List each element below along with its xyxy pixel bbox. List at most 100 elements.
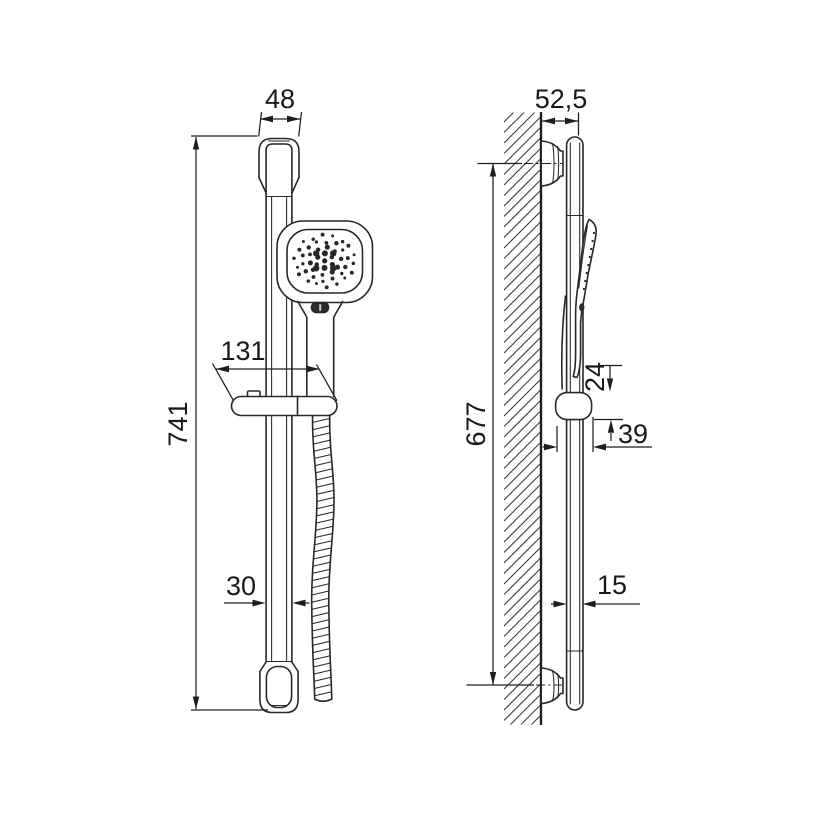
dim-label-39: 39 [618, 419, 648, 449]
dim-holder-length: 131 [211, 336, 338, 402]
spray-dot [324, 244, 330, 250]
hose-rung [312, 561, 331, 567]
hose-rung [316, 496, 335, 503]
spray-dot [320, 232, 325, 237]
hose-rung [314, 532, 334, 539]
hose-rung [311, 619, 330, 625]
spray-dot [321, 279, 325, 284]
hatch-line [504, 231, 542, 270]
holder-lock-tab [246, 390, 261, 398]
hatch-line [504, 588, 542, 627]
hatch-line [504, 157, 542, 196]
hatch-line [504, 112, 515, 123]
hatch-line [504, 199, 542, 238]
dim-rail-length: 741 [163, 135, 268, 711]
hatch-line [504, 546, 542, 585]
hatch-line [504, 472, 542, 511]
spray-dot [351, 261, 356, 266]
hatch-line [504, 220, 542, 259]
hatch-line [504, 336, 542, 375]
spray-dot [331, 234, 335, 238]
hatch-line [530, 714, 542, 725]
hatch-line [504, 493, 542, 532]
hatch-line [504, 651, 542, 690]
hose-rung [313, 446, 332, 452]
spray-dot [315, 282, 318, 285]
spray-dot-large [330, 265, 337, 272]
spray-dot [346, 243, 351, 248]
hose-rung [312, 655, 331, 661]
hose-rung [312, 662, 331, 668]
spray-dot [330, 276, 335, 281]
hatch-line [504, 598, 542, 637]
hatch-line [504, 367, 542, 406]
spray-dot [307, 260, 313, 266]
spray-dot [334, 241, 339, 246]
hose-rung [313, 676, 332, 682]
holder-body [230, 395, 338, 417]
spray-dot-large [330, 250, 337, 257]
hose-rung [315, 468, 333, 474]
bottom-wall-mount [540, 667, 564, 705]
hatch-line [504, 112, 536, 144]
hatch-line [504, 420, 542, 459]
hatch-line [504, 136, 542, 175]
hatch-line [504, 283, 542, 322]
hose-rung [312, 554, 332, 560]
dim-knob-height: 24 [580, 362, 623, 441]
hose-rung [315, 511, 335, 517]
hatch-line [504, 273, 542, 312]
hatch-line [504, 609, 542, 648]
dim-label-48: 48 [265, 84, 295, 114]
spray-dot [322, 258, 328, 264]
hose-rung [312, 439, 331, 445]
spray-dot [324, 240, 329, 245]
hatch-line [504, 388, 542, 427]
side-view [504, 112, 597, 763]
hatch-line [504, 294, 542, 333]
spray-face-edge-dots [582, 231, 596, 291]
spray-dot-large [313, 265, 320, 272]
hatch-line [504, 399, 542, 438]
wall-section [504, 112, 543, 763]
spray-dot [297, 272, 301, 277]
hatch-line [504, 672, 542, 711]
rail-side [565, 136, 584, 711]
hose-rung [311, 597, 330, 603]
spray-dot [297, 247, 302, 252]
hatch-line [504, 304, 542, 343]
spray-dot [311, 275, 316, 279]
spray-dot [321, 264, 328, 271]
spray-dot [340, 239, 345, 244]
spray-dot [292, 256, 296, 261]
spray-dot [352, 253, 356, 257]
spray-dot [349, 270, 354, 275]
dim-rail-depth: 15 [551, 570, 640, 608]
hand-shower-front [276, 220, 374, 398]
hatch-line [504, 725, 542, 763]
hatch-line [504, 567, 542, 606]
spray-dot [320, 273, 325, 277]
hatch-line [504, 535, 542, 574]
hatch-line [504, 441, 542, 480]
hose-rung [311, 626, 330, 632]
hatch-line [520, 703, 542, 725]
hose-rung [311, 633, 330, 639]
spray-dot [343, 276, 347, 280]
hose-rung [312, 640, 331, 646]
hatch-line [504, 409, 542, 448]
dim-wall-depth: 52,5 [535, 84, 587, 136]
hose-rung [315, 475, 334, 481]
hatch-line [504, 430, 542, 469]
hose-rung [311, 612, 330, 618]
hatch-line [504, 262, 542, 301]
dim-label-15: 15 [597, 570, 627, 600]
hose-rung [314, 461, 333, 467]
dim-label-30: 30 [226, 571, 256, 601]
hatch-line [504, 483, 542, 522]
hose-rung [315, 525, 334, 531]
spray-dot-large [313, 250, 320, 257]
hatch-line [504, 346, 542, 385]
spray-dot [303, 269, 308, 274]
hatch-line [504, 147, 542, 186]
